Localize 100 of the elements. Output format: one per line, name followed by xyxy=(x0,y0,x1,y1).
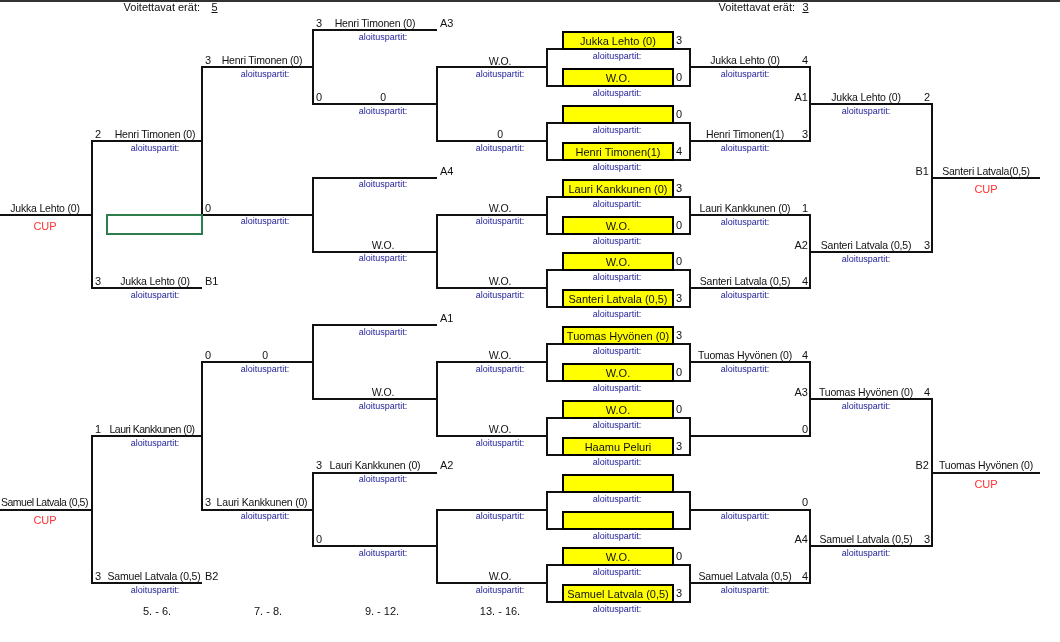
slot-code: B2 xyxy=(205,570,219,583)
start-games-label: aloituspartit: xyxy=(358,106,408,117)
player-box xyxy=(562,400,674,419)
start-games-label: aloituspartit: xyxy=(592,51,642,62)
slot-code: A2 xyxy=(440,459,454,472)
player-box xyxy=(562,437,674,456)
slot-code: A1 xyxy=(794,91,808,104)
sets-to-win-value: 3 xyxy=(801,1,810,14)
score: 4 xyxy=(801,570,808,583)
player-name: Samuel Latvala (0,5) xyxy=(698,570,792,583)
cup-label: CUP xyxy=(33,220,57,233)
score: 3 xyxy=(676,292,683,305)
player-name: Tuomas Hyvönen (0) xyxy=(697,349,793,362)
score: 0 xyxy=(316,91,323,104)
start-games-label: aloituspartit: xyxy=(592,457,642,468)
start-games-label: aloituspartit: xyxy=(592,125,642,136)
placement-range: 5. - 6. xyxy=(142,605,172,618)
player-name: W.O. xyxy=(604,404,632,417)
player-box xyxy=(562,105,674,124)
score: 4 xyxy=(801,54,808,67)
player-name: W.O. xyxy=(488,275,512,288)
start-games-label: aloituspartit: xyxy=(475,69,525,80)
player-name: Jukka Lehto (0) xyxy=(710,54,780,67)
score: 4 xyxy=(676,145,683,158)
player-name: Tuomas Hyvönen (0) xyxy=(565,330,671,343)
score: 3 xyxy=(95,275,102,288)
score: 4 xyxy=(801,349,808,362)
score: 0 xyxy=(205,202,212,215)
start-games-label: aloituspartit: xyxy=(720,217,770,228)
sets-to-win-label: Voitettavat erät: xyxy=(123,1,200,14)
score: 3 xyxy=(923,239,930,252)
start-games-label: aloituspartit: xyxy=(592,88,642,99)
score: 0 xyxy=(676,366,683,379)
start-games-label: aloituspartit: xyxy=(240,511,290,522)
start-games-label: aloituspartit: xyxy=(720,585,770,596)
player-name: Henri Timonen (0) xyxy=(114,128,196,141)
player-name: Samuel Latvala (0,5) xyxy=(1,496,88,509)
score: 3 xyxy=(801,128,808,141)
sets-to-win-label: Voitettavat erät: xyxy=(718,1,795,14)
player-name: W.O. xyxy=(488,202,512,215)
start-games-label: aloituspartit: xyxy=(592,494,642,505)
score: 0 xyxy=(801,496,808,509)
score: 0 xyxy=(676,219,683,232)
start-games-label: aloituspartit: xyxy=(592,604,642,615)
start-games-label: aloituspartit: xyxy=(240,364,290,375)
start-games-label: aloituspartit: xyxy=(592,567,642,578)
player-box xyxy=(562,252,674,271)
player-name: W.O. xyxy=(371,239,395,252)
score: 1 xyxy=(801,202,808,215)
player-name: W.O. xyxy=(604,551,632,564)
score: 3 xyxy=(205,496,212,509)
player-name: Jukka Lehto (0) xyxy=(10,202,80,215)
player-name: Jukka Lehto (0) xyxy=(120,275,190,288)
player-name: Santeri Latvala(0,5) xyxy=(942,165,1030,178)
start-games-label: aloituspartit: xyxy=(720,511,770,522)
player-name: Lauri Kankkunen (0) xyxy=(109,423,195,436)
player-name: Samuel Latvala (0,5) xyxy=(107,570,201,583)
score: 4 xyxy=(923,386,930,399)
player-name: W.O. xyxy=(604,220,632,233)
player-box xyxy=(562,216,674,235)
score: 0 xyxy=(316,533,323,546)
player-name: 0 xyxy=(497,128,503,141)
player-name: Jukka Lehto (0) xyxy=(579,35,657,48)
start-games-label: aloituspartit: xyxy=(592,346,642,357)
start-games-label: aloituspartit: xyxy=(475,290,525,301)
start-games-label: aloituspartit: xyxy=(841,548,891,559)
start-games-label: aloituspartit: xyxy=(592,531,642,542)
player-name: Samuel Latvala (0,5) xyxy=(566,588,670,601)
start-games-label: aloituspartit: xyxy=(358,401,408,412)
player-box xyxy=(562,179,674,198)
score: 3 xyxy=(205,54,212,67)
score: 4 xyxy=(801,275,808,288)
cup-label: CUP xyxy=(974,478,998,491)
score: 3 xyxy=(676,440,683,453)
player-box xyxy=(562,289,674,308)
slot-code: A1 xyxy=(440,312,454,325)
start-games-label: aloituspartit: xyxy=(592,420,642,431)
player-box xyxy=(562,326,674,345)
player-name: Lauri Kankkunen (0) xyxy=(699,202,791,215)
cup-label: CUP xyxy=(33,514,57,527)
score: 0 xyxy=(676,71,683,84)
player-name: Tuomas Hyvönen (0) xyxy=(818,386,914,399)
player-name: Santeri Latvala (0,5) xyxy=(567,293,669,306)
start-games-label: aloituspartit: xyxy=(358,253,408,264)
player-name: W.O. xyxy=(604,367,632,380)
score: 3 xyxy=(676,329,683,342)
start-games-label: aloituspartit: xyxy=(592,383,642,394)
player-name: W.O. xyxy=(488,570,512,583)
player-name: Jukka Lehto (0) xyxy=(831,91,901,104)
start-games-label: aloituspartit: xyxy=(358,327,408,338)
start-games-label: aloituspartit: xyxy=(358,32,408,43)
player-box xyxy=(562,511,674,530)
slot-code: A4 xyxy=(440,165,454,178)
start-games-label: aloituspartit: xyxy=(720,143,770,154)
slot-code: A3 xyxy=(794,386,808,399)
player-name: Henri Timonen(1) xyxy=(574,146,662,159)
start-games-label: aloituspartit: xyxy=(592,162,642,173)
start-games-label: aloituspartit: xyxy=(130,290,180,301)
start-games-label: aloituspartit: xyxy=(475,143,525,154)
player-name: Haamu Peluri xyxy=(583,441,653,454)
